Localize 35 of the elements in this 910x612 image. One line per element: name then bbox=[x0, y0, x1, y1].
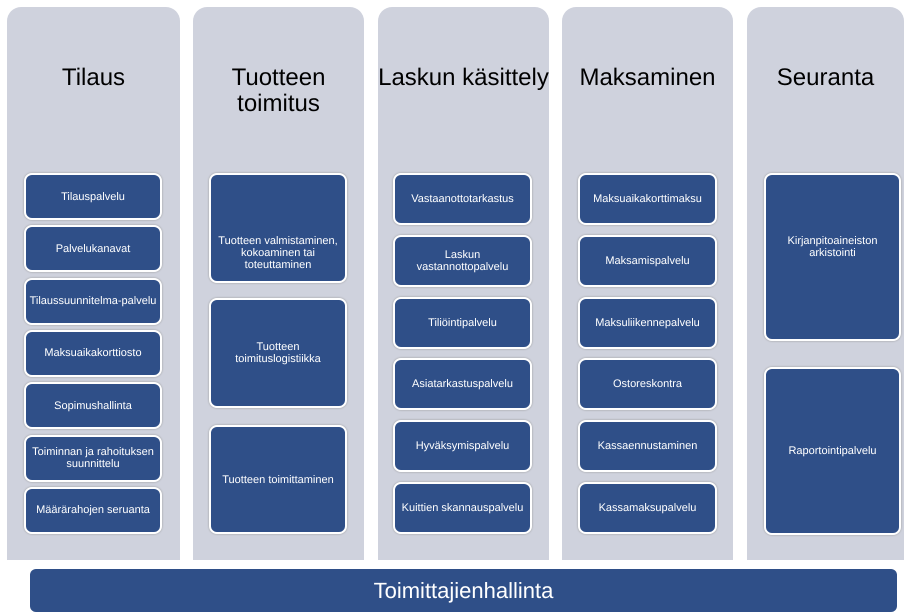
service-box: Maksuaikakorttimaksu bbox=[578, 173, 717, 225]
service-box: Sopimushallinta bbox=[24, 382, 162, 430]
column-heading: Tuotteen toimitus bbox=[230, 65, 326, 117]
service-box: Toiminnan ja rahoituksen suunnittelu bbox=[24, 434, 162, 482]
service-box: Tuotteen valmistaminen, kokoaminen tai toteuttaminen bbox=[209, 173, 347, 283]
service-box: Maksamispalvelu bbox=[578, 234, 717, 287]
service-box: Tuotteen toimittaminen bbox=[209, 425, 347, 534]
service-box: Maksuliikennepalvelu bbox=[578, 296, 717, 349]
service-box: Kirjanpitoaineiston arkistointi bbox=[764, 173, 901, 341]
service-box: Kuittien skannauspalvelu bbox=[393, 482, 532, 534]
service-box: Tuotteen toimituslogistiikka bbox=[209, 298, 347, 408]
service-box: Palvelukanavat bbox=[24, 225, 162, 272]
service-box: Raportointipalvelu bbox=[764, 367, 901, 535]
service-box: Määrärahojen seruanta bbox=[24, 486, 162, 534]
service-box: Hyväksymispalvelu bbox=[393, 420, 532, 472]
column-panel bbox=[7, 7, 180, 560]
column-heading: Seuranta bbox=[776, 65, 876, 91]
service-box: Kassaennustaminen bbox=[578, 420, 717, 472]
service-box: Tilaussuunnitelma-palvelu bbox=[24, 278, 162, 325]
foundation-bar: Toimittajienhallinta bbox=[30, 569, 897, 612]
column-heading: Tilaus bbox=[60, 65, 126, 91]
column-heading: Maksaminen bbox=[578, 65, 717, 91]
column-panel bbox=[378, 7, 549, 560]
service-box: Kassamaksupalvelu bbox=[578, 482, 717, 534]
column-heading: Laskun käsittely bbox=[378, 65, 549, 91]
service-box: Laskun vastannottopalvelu bbox=[393, 234, 532, 287]
service-box: Asiatarkastuspalvelu bbox=[393, 358, 532, 410]
column-panel bbox=[193, 7, 364, 560]
column-panel bbox=[562, 7, 733, 560]
service-box: Maksuaikakorttiosto bbox=[24, 330, 162, 377]
column-panel bbox=[747, 7, 904, 560]
service-box: Vastaanottotarkastus bbox=[393, 173, 532, 225]
service-box: Tiliöintipalvelu bbox=[393, 296, 532, 349]
service-box: Ostoreskontra bbox=[578, 358, 717, 410]
service-box: Tilauspalvelu bbox=[24, 173, 162, 220]
